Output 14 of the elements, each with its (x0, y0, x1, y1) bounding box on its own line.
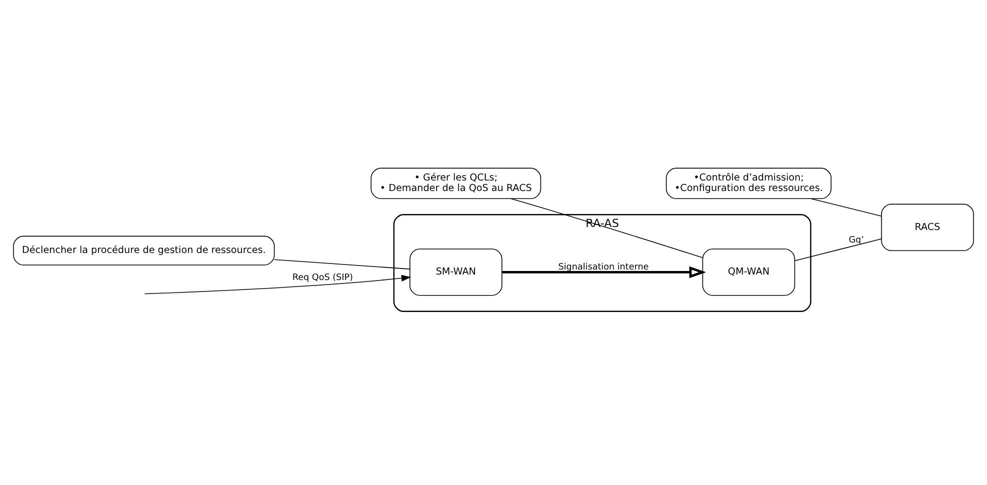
edge-label: Signalisation interne (558, 262, 649, 272)
node-box: •Contrôle d’admission; •Configuration des ressources. (666, 167, 832, 198)
node-box: RACS (881, 203, 974, 250)
edge-label: Gq’ (848, 234, 864, 245)
node-box: • Gérer les QCLs; • Demander de la QoS au RACS (370, 167, 542, 198)
node-box: SM-WAN (410, 248, 502, 296)
connector (794, 238, 882, 261)
arrow (144, 274, 412, 294)
node-box: Déclencher la procédure de gestion de ressources. (13, 235, 275, 265)
arrow (502, 266, 706, 278)
connector (274, 258, 410, 269)
node-box: QM-WAN (702, 248, 796, 296)
edge-label: Req QoS (SIP) (292, 272, 353, 283)
connector (810, 198, 882, 216)
